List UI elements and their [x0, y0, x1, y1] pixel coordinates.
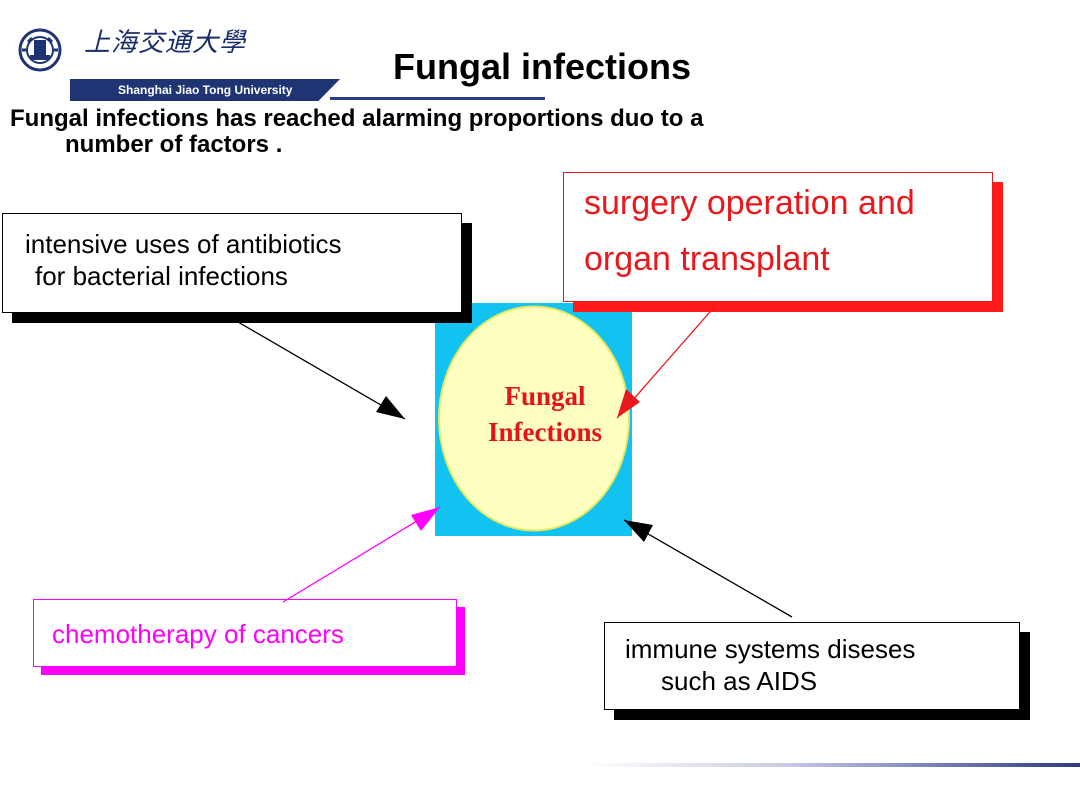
factor-surgery-line-1: surgery operation and — [584, 184, 915, 222]
factor-immune-line-2: such as AIDS — [661, 666, 818, 696]
subtitle-line-2: number of factors . — [65, 131, 283, 158]
factor-antibiotics-box: intensive uses of antibiotics for bacter… — [2, 213, 462, 313]
footer-gradient-rule — [585, 763, 1080, 767]
factor-immune-line-1: immune systems diseses — [625, 634, 916, 664]
center-label-line-1: Fungal — [504, 381, 586, 411]
page-title: Fungal infections — [393, 46, 692, 87]
subtitle-line-1: Fungal infections has reached alarming p… — [10, 105, 704, 132]
title-underline — [330, 97, 545, 100]
university-name-en: Shanghai Jiao Tong University — [70, 79, 340, 101]
center-label-line-2: Infections — [488, 417, 602, 447]
slide-subtitle: Fungal infections has reached alarming p… — [10, 106, 1050, 158]
factor-chemo-box: chemotherapy of cancers — [33, 599, 457, 667]
factor-immune-box: immune systems diseses such as AIDS — [604, 622, 1020, 710]
factor-surgery-box: surgery operation and organ transplant — [563, 172, 993, 302]
factor-antibiotics-line-2: for bacterial infections — [35, 261, 288, 291]
arrow-chemo — [282, 506, 441, 603]
arrow-antibiotics — [237, 321, 406, 420]
university-name-cn: 上海交通大學 — [84, 28, 247, 58]
arrow-immune — [623, 519, 793, 618]
center-label: Fungal Infections — [460, 378, 630, 450]
factor-surgery-line-2: organ transplant — [584, 240, 830, 278]
arrow-surgery — [616, 304, 717, 419]
factor-antibiotics-line-1: intensive uses of antibiotics — [25, 229, 342, 259]
factor-chemo-line-1: chemotherapy of cancers — [52, 619, 344, 649]
university-logo-icon — [18, 28, 62, 72]
center-ellipse — [438, 305, 630, 532]
